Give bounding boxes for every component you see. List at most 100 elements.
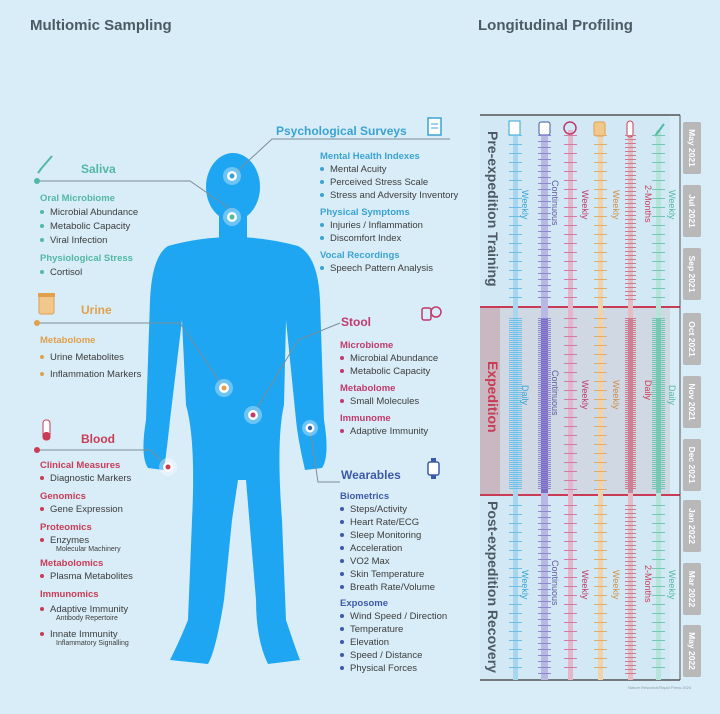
sample-tick (625, 326, 636, 327)
sample-tick (594, 198, 607, 199)
sample-tick (538, 183, 551, 184)
sample-tick (625, 135, 636, 136)
sample-tick (538, 607, 551, 608)
sample-tick (509, 332, 522, 333)
sample-tick (625, 581, 636, 582)
sample-tick (509, 442, 522, 443)
sample-tick (538, 394, 551, 395)
sample-tick (509, 436, 522, 437)
sample-tick (509, 388, 522, 389)
sample-tick (509, 330, 522, 331)
sample-tick (625, 629, 636, 630)
sample-tick (625, 617, 636, 618)
sample-tick (509, 372, 522, 373)
sample-tick (625, 565, 636, 566)
sample-tick (538, 436, 551, 437)
sample-tick (564, 279, 577, 280)
sample-tick (625, 400, 636, 401)
sample-tick (538, 466, 551, 467)
sample-tick (538, 414, 551, 415)
sample-tick (509, 577, 522, 578)
sample-tick (509, 454, 522, 455)
month-label: Mar 2022 (683, 563, 701, 615)
list-item: VO2 Max (340, 556, 470, 567)
list-item: Discomfort Index (320, 233, 490, 244)
sample-tick (625, 505, 636, 506)
sample-tick (509, 631, 522, 632)
sample-tick (594, 390, 607, 391)
sample-tick (564, 658, 577, 659)
sample-tick (509, 370, 522, 371)
sample-tick (509, 410, 522, 411)
sample-tick (625, 366, 636, 367)
sample-tick (509, 484, 522, 485)
sample-tick (538, 571, 551, 572)
sample-tick (538, 406, 551, 407)
sample-tick (538, 320, 551, 321)
sample-tick (538, 529, 551, 530)
sample-tick (538, 452, 551, 453)
sample-tick (652, 667, 665, 668)
sample-tick (594, 453, 607, 454)
sample-tick (625, 338, 636, 339)
sample-tick (538, 535, 551, 536)
sample-tick (538, 279, 551, 280)
sample-tick (625, 364, 636, 365)
sample-tick (509, 480, 522, 481)
group-heading: Exposome (340, 598, 389, 609)
sample-tick (625, 420, 636, 421)
sample-tick (564, 327, 577, 328)
sample-tick (509, 464, 522, 465)
sample-tick (625, 187, 636, 188)
sample-tick (625, 452, 636, 453)
stool-column-icon (563, 121, 577, 135)
body-silhouette (143, 153, 327, 664)
list-item: Sleep Monitoring (340, 530, 470, 541)
sample-tick (594, 426, 607, 427)
sample-tick (564, 144, 577, 145)
sample-tick (538, 358, 551, 359)
sample-tick (625, 299, 636, 300)
sample-tick (564, 471, 577, 472)
sample-tick (652, 360, 665, 361)
sample-tick (538, 637, 551, 638)
sample-tick (538, 432, 551, 433)
sample-tick (538, 444, 551, 445)
sample-tick (652, 430, 665, 431)
sample-tick (625, 480, 636, 481)
blood-panel: Clinical Measures Diagnostic Markers Gen… (40, 460, 200, 647)
list-item: Metabolic Capacity (40, 221, 220, 232)
sample-tick (625, 553, 636, 554)
sample-tick (625, 408, 636, 409)
sample-tick (538, 364, 551, 365)
sample-tick (509, 450, 522, 451)
sample-tick (625, 386, 636, 387)
list-item: Heart Rate/ECG (340, 517, 470, 528)
sample-tick (564, 514, 577, 515)
sample-tick (652, 478, 665, 479)
sample-tick (538, 625, 551, 626)
sample-tick (564, 586, 577, 587)
sample-tick (652, 378, 665, 379)
sample-tick (564, 381, 577, 382)
sample-tick (538, 189, 551, 190)
sample-tick (509, 460, 522, 461)
group-heading: Physiological Stress (40, 253, 133, 264)
sample-tick (538, 346, 551, 347)
sample-tick (625, 422, 636, 423)
sample-tick (625, 633, 636, 634)
sample-tick (652, 454, 665, 455)
sample-tick (509, 225, 522, 226)
sample-tick (538, 547, 551, 548)
sample-tick (538, 448, 551, 449)
sample-tick (509, 380, 522, 381)
sample-tick (509, 364, 522, 365)
group-heading: Immunome (340, 413, 391, 424)
sample-tick (652, 410, 665, 411)
sample-tick (625, 295, 636, 296)
sample-tick (652, 613, 665, 614)
sample-tick (625, 613, 636, 614)
sample-tick (564, 270, 577, 271)
sample-tick (625, 342, 636, 343)
sample-tick (538, 553, 551, 554)
